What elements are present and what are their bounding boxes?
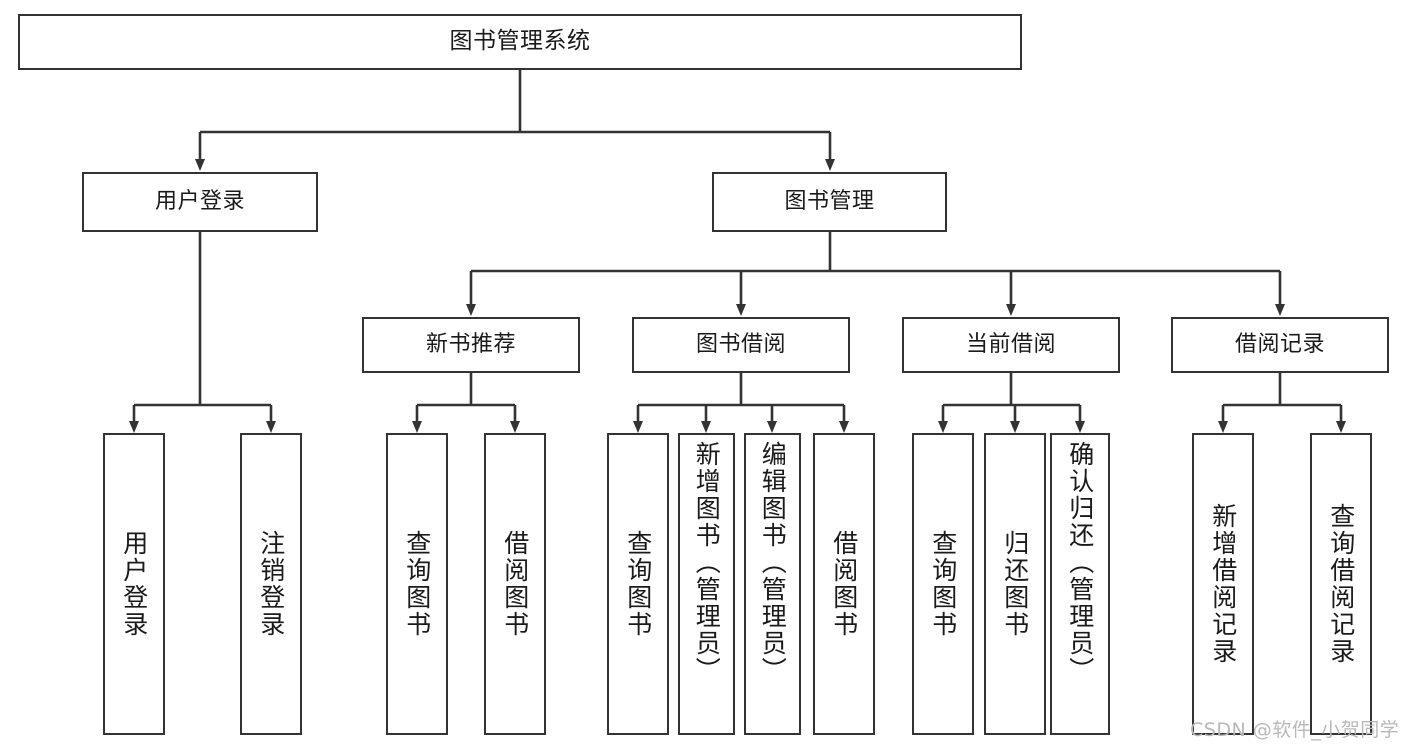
node-leaf-borrow-book-2[interactable]: 借阅图书 [813, 433, 875, 735]
node-leaf-borrow-book-2-label: 借阅图书 [829, 530, 859, 638]
node-current-borrow-label: 当前借阅 [965, 332, 1056, 358]
node-leaf-return-book[interactable]: 归还图书 [984, 433, 1046, 735]
node-leaf-add-record[interactable]: 新增借阅记录 [1192, 433, 1254, 735]
node-current-borrow[interactable]: 当前借阅 [902, 317, 1120, 373]
node-borrow-record[interactable]: 借阅记录 [1171, 317, 1389, 373]
node-user-login[interactable]: 用户登录 [82, 172, 318, 232]
node-leaf-query-book-1-label: 查询图书 [402, 530, 432, 638]
node-root-label: 图书管理系统 [449, 28, 591, 55]
node-leaf-query-book-2-label: 查询图书 [623, 530, 653, 638]
node-book-manage-label: 图书管理 [784, 189, 875, 215]
node-leaf-user-login-label: 用户登录 [119, 530, 149, 638]
node-book-borrow[interactable]: 图书借阅 [632, 317, 850, 373]
node-leaf-query-record[interactable]: 查询借阅记录 [1310, 433, 1372, 735]
node-book-manage[interactable]: 图书管理 [712, 172, 947, 232]
node-book-borrow-label: 图书借阅 [695, 332, 786, 358]
csdn-watermark: CSDN @软件_小贺同学 [1190, 719, 1400, 741]
node-leaf-confirm-return-label: 确认归还（管理员） [1065, 441, 1095, 684]
node-leaf-confirm-return[interactable]: 确认归还（管理员） [1050, 433, 1110, 735]
node-leaf-query-book-3[interactable]: 查询图书 [912, 433, 974, 735]
node-user-login-label: 用户登录 [154, 189, 245, 215]
node-leaf-logout-label: 注销登录 [256, 530, 286, 638]
node-leaf-query-book-1[interactable]: 查询图书 [386, 433, 448, 735]
node-leaf-edit-book[interactable]: 编辑图书（管理员） [744, 433, 801, 735]
node-leaf-query-book-2[interactable]: 查询图书 [607, 433, 669, 735]
node-leaf-add-record-label: 新增借阅记录 [1208, 503, 1238, 665]
node-borrow-record-label: 借阅记录 [1234, 332, 1325, 358]
node-root-system[interactable]: 图书管理系统 [18, 14, 1022, 70]
node-leaf-query-record-label: 查询借阅记录 [1326, 503, 1356, 665]
node-leaf-logout[interactable]: 注销登录 [240, 433, 302, 735]
node-new-book-rec-label: 新书推荐 [425, 332, 516, 358]
node-leaf-query-book-3-label: 查询图书 [928, 530, 958, 638]
node-leaf-borrow-book-1-label: 借阅图书 [500, 530, 530, 638]
node-new-book-rec[interactable]: 新书推荐 [362, 317, 580, 373]
node-leaf-borrow-book-1[interactable]: 借阅图书 [484, 433, 546, 735]
node-leaf-user-login[interactable]: 用户登录 [103, 433, 165, 735]
node-leaf-edit-book-label: 编辑图书（管理员） [758, 441, 788, 684]
node-leaf-add-book[interactable]: 新增图书（管理员） [678, 433, 735, 735]
node-leaf-return-book-label: 归还图书 [1000, 530, 1030, 638]
node-leaf-add-book-label: 新增图书（管理员） [692, 441, 722, 684]
